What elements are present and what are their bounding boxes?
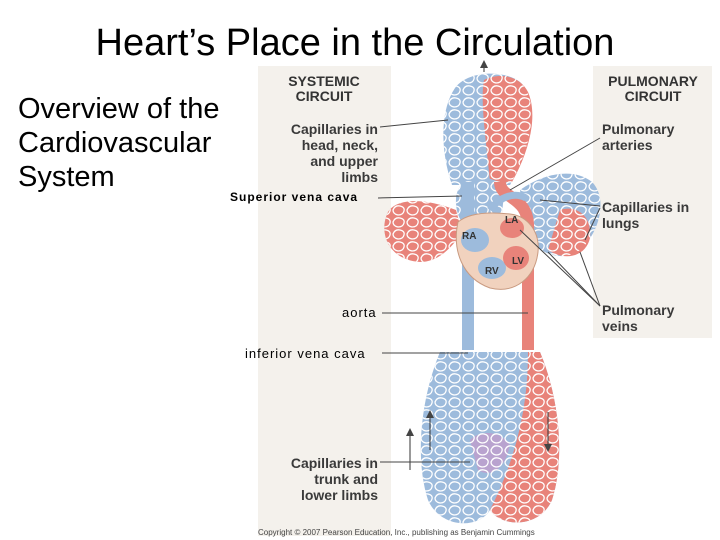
heart — [455, 212, 539, 290]
subtitle-block: Overview of the Cardiovascular System — [18, 92, 219, 194]
label-pulmonary-arteries: Pulmonary arteries — [602, 121, 710, 153]
chamber-rv: RV — [485, 266, 499, 277]
chamber-ra: RA — [462, 231, 477, 242]
label-capillaries-trunk: Capillaries in trunk and lower limbs — [270, 455, 378, 503]
panel-title-line: SYSTEMIC — [288, 73, 360, 89]
systemic-circuit-title: SYSTEMIC CIRCUIT — [268, 74, 380, 104]
label-line: head, neck, — [301, 137, 378, 153]
leader-line — [579, 251, 601, 307]
pulmonary-circuit-title: PULMONARY CIRCUIT — [596, 74, 710, 104]
leader-line — [519, 229, 601, 307]
label-capillaries-lungs: Capillaries in lungs — [602, 199, 712, 231]
label-inferior-vena-cava: inferior vena cava — [245, 346, 366, 361]
head-capillary-bed — [443, 73, 533, 185]
panel-title-line: PULMONARY — [608, 73, 698, 89]
label-line: and upper — [310, 153, 378, 169]
leader-line — [509, 137, 601, 191]
systemic-panel — [258, 66, 391, 536]
label-line: arteries — [602, 137, 653, 153]
label-superior-vena-cava: Superior vena cava — [230, 190, 359, 204]
lung-capillary-bed-right — [520, 173, 601, 257]
leader-line — [547, 251, 601, 307]
subtitle-line: Overview of the — [18, 93, 220, 125]
leader-line — [584, 207, 601, 241]
slide-title: Heart’s Place in the Circulation — [95, 22, 615, 64]
label-pulmonary-veins: Pulmonary veins — [602, 302, 710, 334]
label-line: Capillaries in — [290, 121, 378, 137]
label-line: lower limbs — [300, 487, 378, 503]
label-line: Capillaries in — [602, 199, 690, 215]
chamber-la: LA — [505, 215, 519, 226]
label-line: limbs — [341, 169, 378, 185]
panel-title-line: CIRCUIT — [295, 88, 353, 104]
label-line: Pulmonary — [602, 121, 675, 137]
label-line: Capillaries in — [290, 455, 378, 471]
label-line: veins — [602, 318, 638, 334]
label-line: trunk and — [314, 471, 378, 487]
subtitle-line: Cardiovascular — [18, 127, 212, 159]
leader-line — [379, 119, 449, 128]
pulmonary-trunk — [487, 191, 528, 213]
label-capillaries-head: Capillaries in head, neck, and upper lim… — [270, 121, 378, 185]
leader-line — [377, 195, 463, 199]
chamber-lv: LV — [512, 256, 525, 267]
label-line: lungs — [602, 215, 640, 231]
trunk-capillary-bed — [420, 352, 560, 524]
subtitle-line: System — [18, 161, 115, 193]
leader-line — [539, 199, 601, 207]
label-aorta: aorta — [342, 305, 377, 320]
pulmonary-panel — [593, 66, 712, 338]
label-line: Pulmonary — [602, 302, 675, 318]
arm-capillary-bed — [384, 201, 462, 262]
copyright-notice: Copyright © 2007 Pearson Education, Inc.… — [258, 528, 535, 537]
panel-title-line: CIRCUIT — [624, 88, 682, 104]
